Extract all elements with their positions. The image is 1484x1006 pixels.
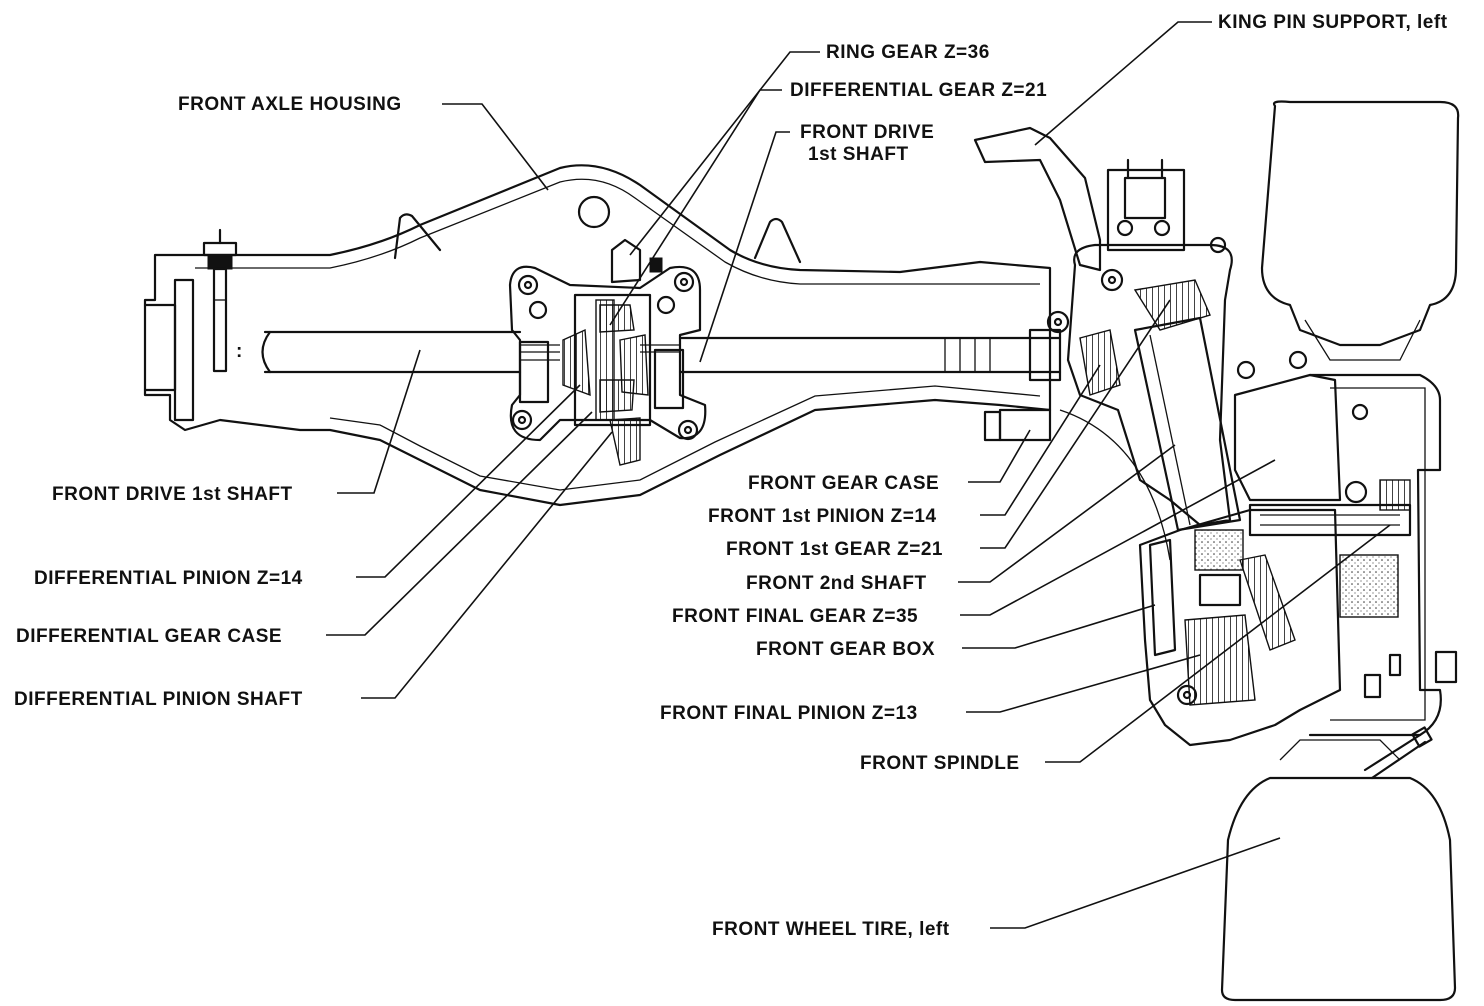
- label-front-1st-gear: FRONT 1st GEAR Z=21: [726, 539, 943, 560]
- label-front-drive-1st-shaft-top-line2: 1st SHAFT: [808, 144, 909, 165]
- svg-text::: :: [236, 341, 243, 362]
- label-front-spindle: FRONT SPINDLE: [860, 753, 1020, 774]
- label-front-gear-case: FRONT GEAR CASE: [748, 473, 939, 494]
- label-front-drive-1st-shaft-left: FRONT DRIVE 1st SHAFT: [52, 484, 293, 505]
- front-drive-1st-shaft-right: [678, 328, 1062, 382]
- front-gear-case: [973, 126, 1458, 747]
- filler-plug: [202, 228, 238, 373]
- label-front-gear-box: FRONT GEAR BOX: [756, 639, 935, 660]
- label-front-drive-1st-shaft-top-line1: FRONT DRIVE: [800, 122, 934, 143]
- label-front-final-pinion: FRONT FINAL PINION Z=13: [660, 703, 918, 724]
- front-wheel-tire: [1220, 100, 1460, 1002]
- label-ring-gear: RING GEAR Z=36: [826, 42, 990, 63]
- label-differential-pinion: DIFFERENTIAL PINION Z=14: [34, 568, 303, 589]
- front-drive-1st-shaft-left: :: [236, 330, 522, 374]
- label-front-axle-housing: FRONT AXLE HOUSING: [178, 94, 402, 115]
- differential-assembly: [508, 238, 707, 466]
- front-axle-housing: [143, 164, 1052, 507]
- labels: KING PIN SUPPORT, left RING GEAR Z=36 DI…: [14, 12, 1448, 940]
- label-king-pin-support: KING PIN SUPPORT, left: [1218, 12, 1448, 33]
- label-front-2nd-shaft: FRONT 2nd SHAFT: [746, 573, 927, 594]
- label-differential-pinion-shaft: DIFFERENTIAL PINION SHAFT: [14, 689, 303, 710]
- label-differential-gear: DIFFERENTIAL GEAR Z=21: [790, 80, 1047, 101]
- leader-lines: [326, 21, 1391, 929]
- label-differential-gear-case: DIFFERENTIAL GEAR CASE: [16, 626, 282, 647]
- label-front-final-gear: FRONT FINAL GEAR Z=35: [672, 606, 918, 627]
- label-front-wheel-tire: FRONT WHEEL TIRE, left: [712, 919, 950, 940]
- label-front-1st-pinion: FRONT 1st PINION Z=14: [708, 506, 937, 527]
